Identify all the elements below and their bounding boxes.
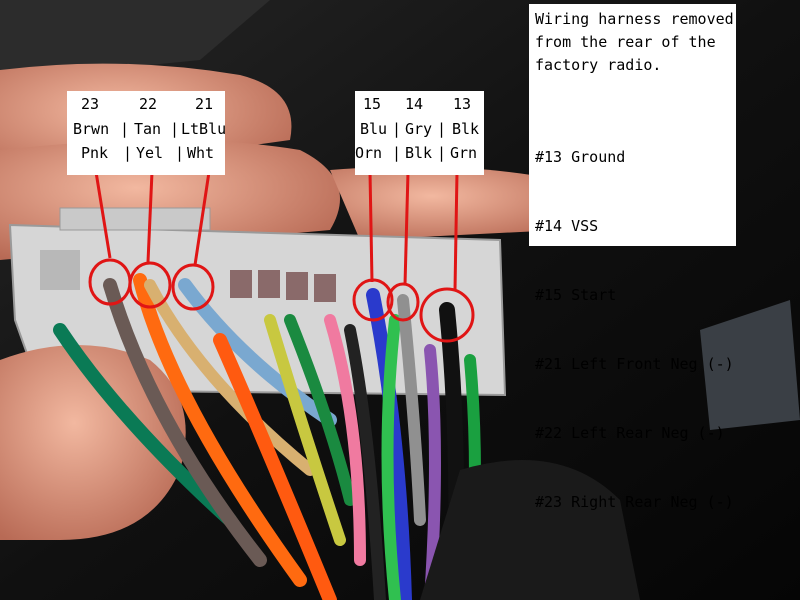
separator: | bbox=[392, 120, 402, 138]
callout-line-15 bbox=[368, 171, 374, 283]
wire bbox=[103, 278, 267, 567]
note-item-15: #15 Start bbox=[535, 286, 617, 304]
pin-circle-13 bbox=[419, 287, 475, 343]
notes-heading-line: from the rear of the bbox=[535, 33, 716, 51]
notes-heading-line: Wiring harness removed bbox=[535, 10, 734, 28]
connector-slot bbox=[314, 274, 336, 302]
wire bbox=[178, 278, 337, 427]
note-item-14: #14 VSS bbox=[535, 217, 599, 235]
separator: | bbox=[123, 144, 133, 162]
note-item-23: #23 Right Rear Neg (-) bbox=[535, 493, 734, 511]
connector-slot bbox=[40, 250, 80, 290]
callout-line-23 bbox=[94, 171, 112, 259]
pin-21-color2: Wht bbox=[187, 144, 215, 162]
callout-line-13 bbox=[453, 171, 459, 291]
pin-22-color2: Yel bbox=[136, 144, 164, 162]
wire bbox=[366, 288, 412, 600]
wire bbox=[324, 314, 366, 566]
wire bbox=[144, 279, 316, 476]
wire bbox=[213, 333, 337, 600]
pin-15-color2: Orn bbox=[355, 144, 383, 162]
callout-line-22 bbox=[146, 171, 154, 263]
wire bbox=[264, 314, 346, 546]
callout-line-21 bbox=[193, 171, 211, 266]
pin-number-14: 14 bbox=[405, 95, 424, 113]
pin-14-color2: Blk bbox=[405, 144, 433, 162]
wire bbox=[381, 314, 401, 600]
pin-13-color2: Grn bbox=[450, 144, 478, 162]
connector-slot bbox=[258, 270, 280, 298]
note-item-22: #22 Left Rear Neg (-) bbox=[535, 424, 725, 442]
pin-circle-14 bbox=[386, 282, 420, 322]
separator: | bbox=[175, 144, 185, 162]
pin-13-color1: Blk bbox=[452, 120, 480, 138]
pin-15-color1: Blu bbox=[360, 120, 388, 138]
wire-bundle bbox=[53, 273, 481, 600]
hand-thumb bbox=[0, 345, 186, 540]
note-item-21: #21 Left Front Neg (-) bbox=[535, 355, 734, 373]
right-pin-label: 15 14 13 Blu | Gry | Blk Orn | Blk | Grn bbox=[355, 91, 484, 175]
separator: | bbox=[170, 120, 180, 138]
pin-23-color1: Brwn bbox=[73, 120, 110, 138]
callout-lines bbox=[94, 171, 459, 291]
left-pin-label: 23 22 21 Brwn | Tan | LtBlu Pnk | Yel | … bbox=[67, 91, 227, 175]
separator: | bbox=[437, 144, 447, 162]
note-item-13: #13 Ground bbox=[535, 148, 626, 166]
connector-slot bbox=[230, 270, 252, 298]
wire bbox=[344, 324, 386, 600]
wire bbox=[397, 294, 426, 526]
separator: | bbox=[120, 120, 130, 138]
notes-box: Wiring harness removed from the rear of … bbox=[529, 4, 736, 511]
connector-top-rail bbox=[59, 207, 211, 231]
pin-number-15: 15 bbox=[363, 95, 382, 113]
connector-slot bbox=[286, 272, 308, 300]
pin-21-color1: LtBlu bbox=[181, 120, 227, 138]
wire-sleeve bbox=[420, 460, 640, 600]
wire bbox=[53, 323, 237, 527]
pin-circle-15 bbox=[352, 278, 394, 322]
notes-heading-line: factory radio. bbox=[535, 56, 662, 74]
pin-number-22: 22 bbox=[139, 95, 158, 113]
background-clip bbox=[700, 300, 800, 430]
pin-23-color2: Pnk bbox=[81, 144, 109, 162]
pin-circle-21 bbox=[171, 263, 215, 311]
pin-circle-22 bbox=[128, 261, 172, 309]
separator: | bbox=[392, 144, 402, 162]
wire bbox=[133, 273, 307, 587]
pin-number-23: 23 bbox=[81, 95, 100, 113]
pin-number-13: 13 bbox=[453, 95, 472, 113]
pin-number-21: 21 bbox=[195, 95, 214, 113]
pin-circles bbox=[88, 258, 475, 343]
pin-14-color1: Gry bbox=[405, 120, 433, 138]
pin-22-color1: Tan bbox=[134, 120, 162, 138]
wire bbox=[284, 314, 356, 506]
background-panel bbox=[0, 0, 270, 80]
notes-list: #13 Ground #14 VSS #15 Start #21 Left Fr… bbox=[535, 100, 736, 560]
separator: | bbox=[437, 120, 447, 138]
callout-line-14 bbox=[403, 171, 410, 286]
